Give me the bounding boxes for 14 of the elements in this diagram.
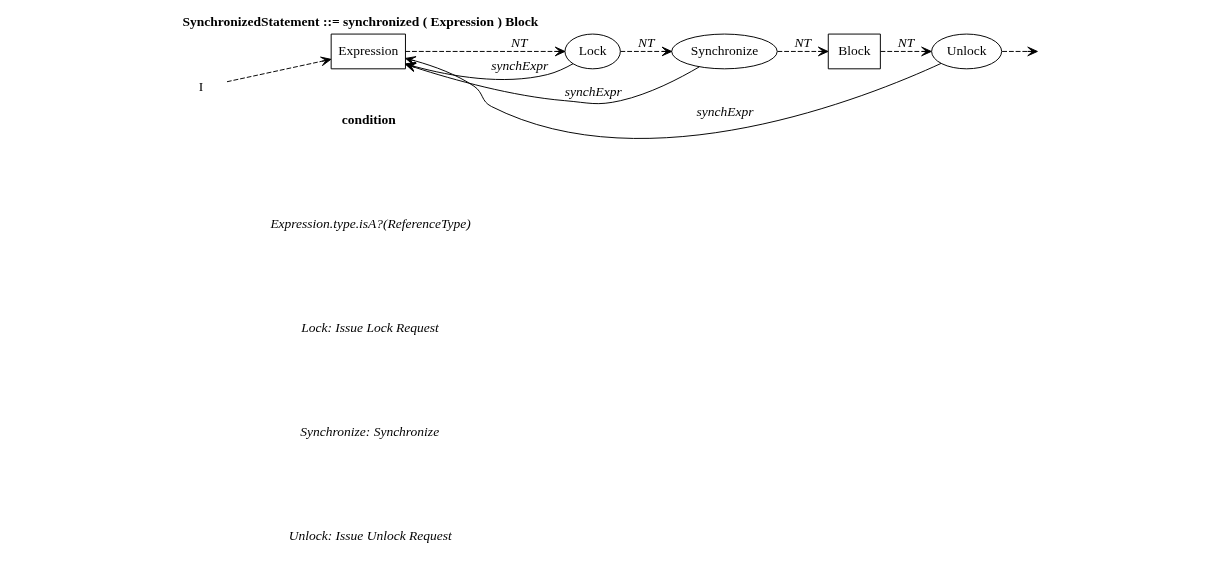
edge-label: NT xyxy=(637,34,655,50)
label: condition xyxy=(341,111,396,127)
edge-label: synchExpr xyxy=(695,104,753,120)
edge-label: NT xyxy=(510,34,528,50)
edge-label: synchExpr xyxy=(490,57,548,73)
edge-label: NT xyxy=(897,34,914,50)
edge-label: synchExpr xyxy=(564,84,622,100)
node-text: I xyxy=(198,78,203,94)
label: Lock: Issue Lock Request xyxy=(300,319,439,335)
edge-label: NT xyxy=(794,34,811,50)
label: Synchronize: Synchronize xyxy=(299,424,439,440)
label: Unlock: Issue Unlock Request xyxy=(288,528,452,544)
label: Expression.type.isA?(ReferenceType) xyxy=(269,215,471,231)
diagram-title: SynchronizedStatement ::= synchronized ( Expression ) Block xyxy=(182,13,538,29)
